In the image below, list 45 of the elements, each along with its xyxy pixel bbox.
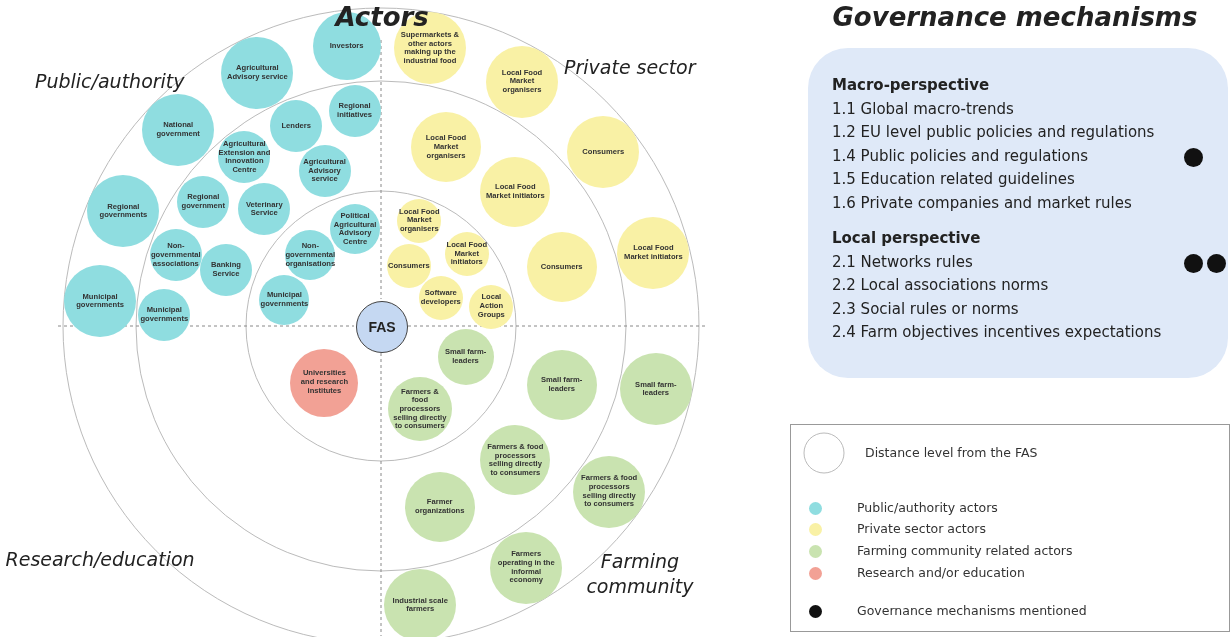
actor-bubble [384,569,457,637]
actor-bubble [149,229,202,282]
mechanism-item: 1.4 Public policies and regulations [832,146,1089,165]
actor-bubble [259,275,310,326]
actor-bubble [328,84,381,137]
legend-text: Farming community related actors [857,543,1073,558]
quadrant-label: Farming community [585,549,695,599]
actor-bubble [238,183,291,236]
mechanism-item: 1.5 Education related guidelines [832,170,1075,188]
actor-bubble [437,328,494,385]
legend-text: Distance level from the FAS [865,445,1038,460]
legend-text: Public/authority actors [857,500,998,515]
mechanism-item: 1.1 Global macro-trends [832,99,1014,118]
actor-bubble [218,131,271,184]
actor-bubble [270,100,323,153]
mechanism-item: 2.4 Farm objectives incentives expectations [832,323,1162,341]
actor-bubble [386,244,431,289]
quadrant-label: Public/authority [35,70,185,92]
actor-bubble [617,217,690,289]
actor-bubble [469,284,514,329]
actor-bubble [177,175,230,228]
legend-text: Governance mechanisms mentioned [857,603,1087,618]
section-title: Governance mechanisms [832,2,1198,32]
center-label: FAS [367,318,397,336]
mechanism-item: 2.3 Social rules or norms [832,299,1019,318]
quadrant-label: Private sector [564,56,696,78]
mechanism-item: 2.2 Local associations norms [832,276,1049,294]
mechanism-item: 1.6 Private companies and market rules [832,193,1132,212]
actor-bubble [387,377,452,442]
section-heading: Macro-perspective [832,76,990,94]
quadrant-label: Research/education [5,548,195,570]
actor-bubble [418,276,463,321]
actor-bubble [444,232,489,276]
governance-panel [808,48,1228,378]
center-circle [356,301,408,353]
actor-bubble [199,243,252,296]
section-heading: Local perspective [832,229,981,247]
mechanism-item: 2.1 Networks rules [832,252,973,271]
legend-text: Private sector actors [857,521,987,536]
section-title: Actors [335,2,429,32]
actor-bubble [397,198,442,243]
actor-bubble [298,144,351,197]
actor-bubble [138,288,191,341]
legend-text: Research and/or education [857,565,1025,580]
mechanism-item: 1.2 EU level public policies and regulations [832,123,1155,141]
